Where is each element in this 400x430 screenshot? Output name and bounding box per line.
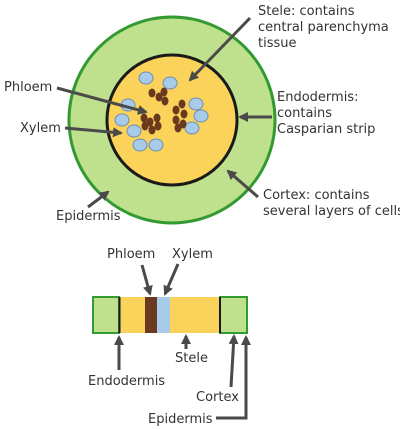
phloem-cell <box>146 117 154 127</box>
phloem-cell <box>172 105 180 115</box>
phloem-cell <box>179 119 187 129</box>
phloem-cell <box>172 115 180 125</box>
phloem-cell <box>174 123 182 133</box>
xylem-label: Xylem <box>20 121 61 136</box>
phloem-cell <box>148 88 156 98</box>
epidermis-label: Epidermis <box>56 209 121 224</box>
phloem-arrow <box>56 86 148 115</box>
phloem-cell <box>154 121 162 131</box>
phloem-cell <box>140 113 148 123</box>
strip-phloem-arrow <box>140 264 153 296</box>
phloem-cell <box>155 92 163 102</box>
xylem-arrow <box>64 126 123 138</box>
stele-arrow <box>188 16 252 82</box>
xylem-cell <box>114 113 130 127</box>
cross-section-arrows <box>56 16 272 209</box>
phloem-cells <box>140 87 188 135</box>
epidermis-arrow <box>87 190 110 209</box>
strip-stele-left <box>120 297 145 333</box>
strip-xylem <box>157 297 170 333</box>
strip-stele-label: Stele <box>175 351 208 366</box>
xylem-cell <box>162 76 178 90</box>
xylem-cell <box>138 71 154 85</box>
xylem-cell <box>188 97 204 111</box>
strip-epidermis-arrow <box>216 335 251 420</box>
strip-epidermis-label: Epidermis <box>148 412 213 427</box>
xylem-cell <box>184 121 200 135</box>
stele-label-line2: central parenchyma <box>258 20 389 35</box>
endodermis-label-line1: Endodermis: <box>277 90 358 105</box>
strip-cortex-arrow <box>228 334 239 388</box>
phloem-cell <box>161 96 169 106</box>
endodermis-label-line2: contains <box>277 106 332 121</box>
strip-phloem-label: Phloem <box>107 247 155 262</box>
xylem-cell <box>148 138 164 152</box>
strip-epidermis-left <box>92 296 120 334</box>
cortex-arrow <box>226 169 259 199</box>
cortex-label-line1: Cortex: contains <box>263 188 370 203</box>
strip-stele-right <box>170 297 220 333</box>
xylem-cell <box>193 109 209 123</box>
phloem-cell <box>160 87 168 97</box>
strip-xylem-label: Xylem <box>172 247 213 262</box>
xylem-cell <box>132 138 148 152</box>
strip-xylem-arrow <box>163 263 180 296</box>
cross-section: Stele: contains central parenchyma tissu… <box>4 4 400 225</box>
phloem-cell <box>141 121 149 131</box>
strip-cortex-label: Cortex <box>196 390 239 405</box>
endodermis-ring <box>105 53 239 187</box>
stele-label-line1: Stele: contains <box>258 4 355 19</box>
stele-label-line3: tissue <box>258 36 297 51</box>
strip-arrows <box>114 263 251 420</box>
xylem-cell <box>126 124 142 138</box>
cortex-label-line2: several layers of cells <box>263 204 400 219</box>
phloem-cell <box>178 99 186 109</box>
phloem-label: Phloem <box>4 80 52 95</box>
phloem-cell <box>180 109 188 119</box>
strip-endodermis-label: Endodermis <box>88 374 165 389</box>
phloem-cell <box>148 125 156 135</box>
longitudinal-strip: Phloem Xylem Endodermis Stele Cortex Epi… <box>88 247 251 427</box>
strip-cortex-right <box>219 296 248 334</box>
endodermis-label-line3: Casparian strip <box>277 122 375 137</box>
strip-phloem <box>145 297 157 333</box>
phloem-cell <box>153 113 161 123</box>
